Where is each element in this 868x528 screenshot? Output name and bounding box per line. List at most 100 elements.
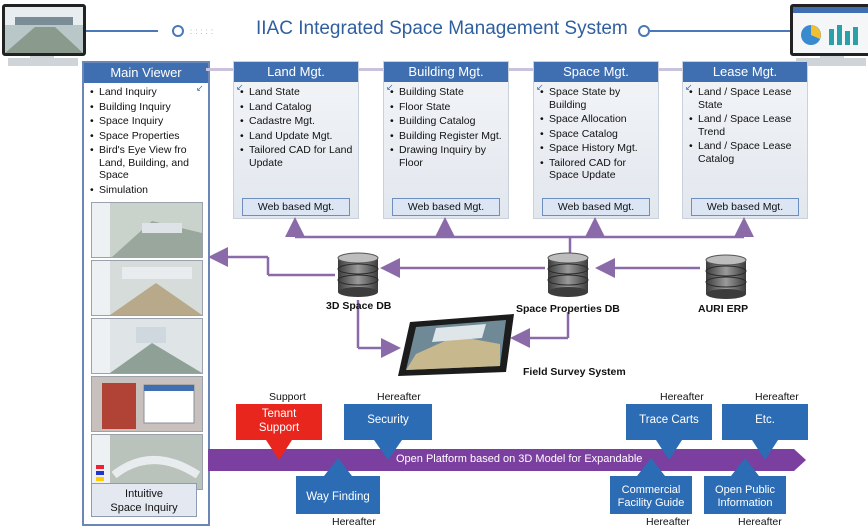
caption-hereafter: Hereafter <box>660 391 704 403</box>
list-item: Land Update Mgt. <box>240 130 354 143</box>
etc-arrow <box>722 404 808 460</box>
list-item: Land Inquiry <box>90 86 204 99</box>
title-ring-right-icon <box>638 25 650 37</box>
monitor-right-screen-icon <box>793 7 868 53</box>
list-item: Simulation <box>90 184 204 197</box>
web-based-mgt-button[interactable]: Web based Mgt. <box>242 198 350 216</box>
db-label-space-properties: Space Properties DB <box>516 303 620 315</box>
way-finding-box[interactable]: Way Finding <box>306 491 370 503</box>
land-mgt-list: Land State Land Catalog Cadastre Mgt. La… <box>240 86 354 171</box>
terminal-interior-icon <box>92 261 202 315</box>
list-item: Bird's Eye View fro Land, Building, and … <box>90 144 204 182</box>
viewer-thumbnail-2 <box>91 260 203 316</box>
open-public-information-arrow <box>704 458 786 514</box>
field-survey-label: Field Survey System <box>523 366 626 378</box>
title-ring-left-icon <box>172 25 184 37</box>
main-viewer-header: Main Viewer <box>84 63 208 83</box>
viewer-thumbnail-4 <box>91 376 203 432</box>
list-item: Space Catalog <box>540 128 654 141</box>
land-mgt-header: Land Mgt. <box>234 62 358 82</box>
web-based-mgt-button[interactable]: Web based Mgt. <box>691 198 799 216</box>
trace-carts-arrow <box>626 404 712 460</box>
lease-mgt-header: Lease Mgt. <box>683 62 807 82</box>
db-label-auri-erp: AURI ERP <box>698 303 749 315</box>
list-item: Tailored CAD for Space Update <box>540 157 654 182</box>
monitor-right <box>790 4 868 56</box>
web-based-mgt-button[interactable]: Web based Mgt. <box>392 198 500 216</box>
list-item: Land State <box>240 86 354 99</box>
space-mgt-panel: Space Mgt. ↙ Space State by Building Spa… <box>533 61 659 219</box>
caption-hereafter: Hereafter <box>755 391 799 403</box>
main-viewer-panel: Main Viewer ↙ Land Inquiry Building Inqu… <box>82 61 210 526</box>
space-mgt-header: Space Mgt. <box>534 62 658 82</box>
list-item: Land / Space Lease State <box>689 86 803 111</box>
list-item: Land / Space Lease Catalog <box>689 140 803 165</box>
tenant-support-box[interactable]: Tenant Support <box>236 407 322 435</box>
list-item: Floor State <box>390 101 504 114</box>
way-finding-arrow <box>296 458 380 514</box>
monitor-right-stand <box>796 58 866 66</box>
lease-mgt-list: Land / Space Lease State Land / Space Le… <box>689 86 803 167</box>
box-label: Facility Guide <box>617 497 685 509</box>
trace-carts-box[interactable]: Trace Carts <box>639 414 699 426</box>
inquiry-line-1: Intuitive <box>125 488 163 500</box>
box-label: Commercial <box>621 484 681 496</box>
database-icon <box>337 252 379 297</box>
caption-hereafter: Hereafter <box>738 516 782 528</box>
monitor-left-screen-icon <box>5 7 83 53</box>
box-label: Support <box>258 422 300 434</box>
box-label: Tenant <box>261 408 297 420</box>
properties-dialog-icon <box>92 377 202 431</box>
building-mgt-panel: Building Mgt. ↙ Building State Floor Sta… <box>383 61 509 219</box>
list-item: Space State by Building <box>540 86 654 111</box>
monitor-left-neck <box>30 52 54 60</box>
inquiry-line-2: Space Inquiry <box>110 502 178 514</box>
database-icon <box>547 252 589 297</box>
viewer-thumbnail-3 <box>91 318 203 374</box>
lease-mgt-panel: Lease Mgt. ↙ Land / Space Lease State La… <box>682 61 808 219</box>
intuitive-space-inquiry-box: Intuitive Space Inquiry <box>91 483 197 517</box>
caption-support: Support <box>269 391 306 403</box>
platform-label: Open Platform based on 3D Model for Expa… <box>396 453 643 465</box>
list-item: Space Allocation <box>540 113 654 126</box>
caption-hereafter: Hereafter <box>377 391 421 403</box>
list-item: Space Inquiry <box>90 115 204 128</box>
open-public-information-box[interactable]: Open Public Information <box>704 484 786 510</box>
list-item: Land Catalog <box>240 101 354 114</box>
viewer-thumbnail-5 <box>91 434 203 490</box>
caption-hereafter: Hereafter <box>332 516 376 528</box>
site-overview-icon <box>92 435 202 489</box>
box-label: Information <box>717 497 773 509</box>
list-item: Tailored CAD for Land Update <box>240 144 354 169</box>
list-item: Building State <box>390 86 504 99</box>
web-based-mgt-button[interactable]: Web based Mgt. <box>542 198 650 216</box>
list-item: Drawing Inquiry by Floor <box>390 144 504 169</box>
tablet-icon <box>398 314 514 376</box>
title-dots-right-icon: ::::: <box>596 27 623 36</box>
monitor-left <box>2 4 86 56</box>
viewer-thumbnail-1 <box>91 202 203 258</box>
db-label-3d-space: 3D Space DB <box>326 300 392 312</box>
list-item: Space Properties <box>90 130 204 143</box>
list-item: Building Catalog <box>390 115 504 128</box>
commercial-facility-box[interactable]: Commercial Facility Guide <box>610 484 692 510</box>
land-mgt-panel: Land Mgt. ↙ Land State Land Catalog Cada… <box>233 61 359 219</box>
security-arrow <box>344 404 432 460</box>
title-background <box>158 14 650 48</box>
building-mgt-header: Building Mgt. <box>384 62 508 82</box>
monitor-right-neck <box>820 52 844 60</box>
list-item: Space History Mgt. <box>540 142 654 155</box>
etc-box[interactable]: Etc. <box>755 414 775 426</box>
caption-hereafter: Hereafter <box>646 516 690 528</box>
commercial-facility-arrow <box>610 458 692 514</box>
building-mgt-list: Building State Floor State Building Cata… <box>390 86 504 171</box>
list-item: Land / Space Lease Trend <box>689 113 803 138</box>
tenant-support-arrow <box>236 404 322 460</box>
list-item: Cadastre Mgt. <box>240 115 354 128</box>
title-dots-left-icon: ::::: <box>190 27 217 36</box>
security-box[interactable]: Security <box>367 414 409 426</box>
page-title: IIAC Integrated Space Management System <box>256 18 628 39</box>
hall-interior-icon <box>92 319 202 373</box>
main-viewer-list: Land Inquiry Building Inquiry Space Inqu… <box>90 86 204 198</box>
